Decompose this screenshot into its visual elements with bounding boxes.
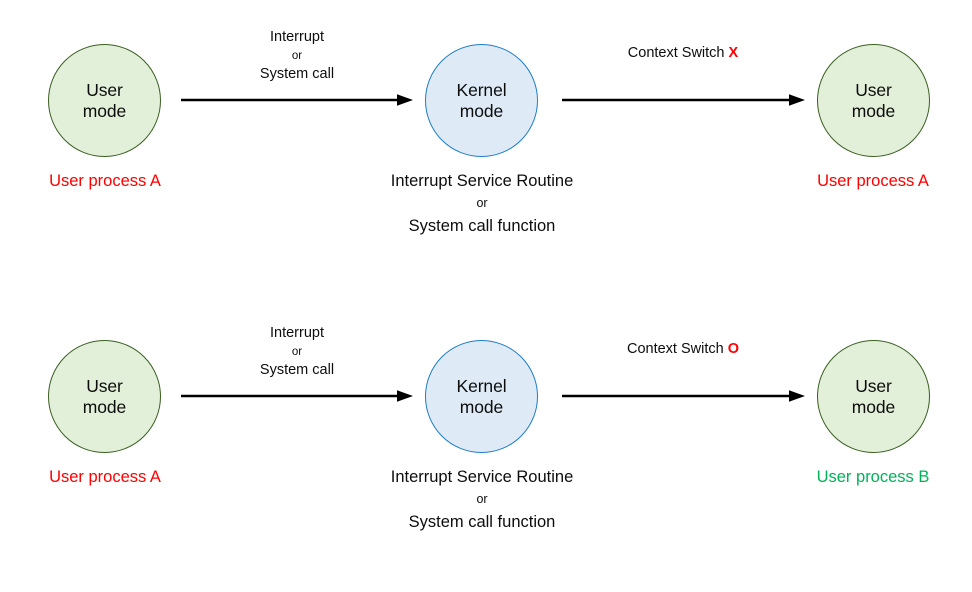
node-label-line1: Kernel (456, 375, 507, 396)
edge-label-text: Context Switch (627, 45, 725, 61)
node-user-mode-left[interactable]: User mode (48, 44, 161, 157)
caption-user-process-right: User process A (817, 172, 929, 190)
node-label-line1: User (86, 375, 123, 396)
edge-label-line1: Interrupt (270, 29, 324, 45)
node-label-line2: mode (851, 100, 896, 121)
caption-line2: System call function (408, 216, 556, 235)
caption-kernel-handler: Interrupt Service Routine or System call… (342, 171, 622, 237)
edge-label-text: Context Switch (626, 341, 724, 357)
edge-label-line1: Interrupt (270, 325, 324, 341)
node-label-line1: User (86, 79, 123, 100)
node-user-mode-right[interactable]: User mode (817, 44, 930, 157)
node-label-line1: User (855, 79, 892, 100)
node-label-line2: mode (82, 396, 127, 417)
edge-label-connector: or (291, 49, 303, 62)
edge-label-context-switch: Context Switch X (560, 45, 806, 61)
diagram-row-with-context-switch: User mode Interrupt or System call Kerne… (0, 296, 972, 592)
node-label-line2: mode (459, 396, 504, 417)
caption-line1: Interrupt Service Routine (390, 468, 574, 486)
node-label-line1: Kernel (456, 79, 507, 100)
arrow-kernel-to-user (562, 93, 805, 107)
context-switch-mark-x: X (728, 45, 739, 61)
caption-user-process-left: User process A (49, 468, 161, 486)
edge-label-line2: System call (259, 66, 335, 83)
edge-label-interrupt: Interrupt or System call (180, 323, 414, 381)
arrow-user-to-kernel (181, 389, 413, 403)
edge-label-context-switch: Context Switch O (560, 341, 806, 357)
caption-user-process-left: User process A (49, 172, 161, 190)
arrow-user-to-kernel (181, 93, 413, 107)
edge-label-line2: System call (259, 362, 335, 379)
caption-line2: System call function (408, 512, 556, 531)
caption-connector: or (476, 196, 488, 211)
node-label-line1: User (855, 375, 892, 396)
caption-kernel-handler: Interrupt Service Routine or System call… (342, 467, 622, 533)
node-label-line2: mode (82, 100, 127, 121)
arrow-kernel-to-user (562, 389, 805, 403)
node-label-line2: mode (459, 100, 504, 121)
diagram-row-no-context-switch: User mode Interrupt or System call Kerne… (48, 27, 930, 237)
caption-connector: or (476, 492, 488, 507)
node-user-mode-left[interactable]: User mode (48, 340, 161, 453)
node-user-mode-right[interactable]: User mode (817, 340, 930, 453)
edge-label-interrupt: Interrupt or System call (180, 27, 414, 85)
node-kernel-mode[interactable]: Kernel mode (425, 340, 538, 453)
node-label-line2: mode (851, 396, 896, 417)
edge-label-connector: or (291, 345, 303, 358)
caption-line1: Interrupt Service Routine (390, 172, 574, 190)
context-switch-mark-o: O (727, 341, 740, 357)
node-kernel-mode[interactable]: Kernel mode (425, 44, 538, 157)
caption-user-process-right: User process B (816, 468, 930, 486)
